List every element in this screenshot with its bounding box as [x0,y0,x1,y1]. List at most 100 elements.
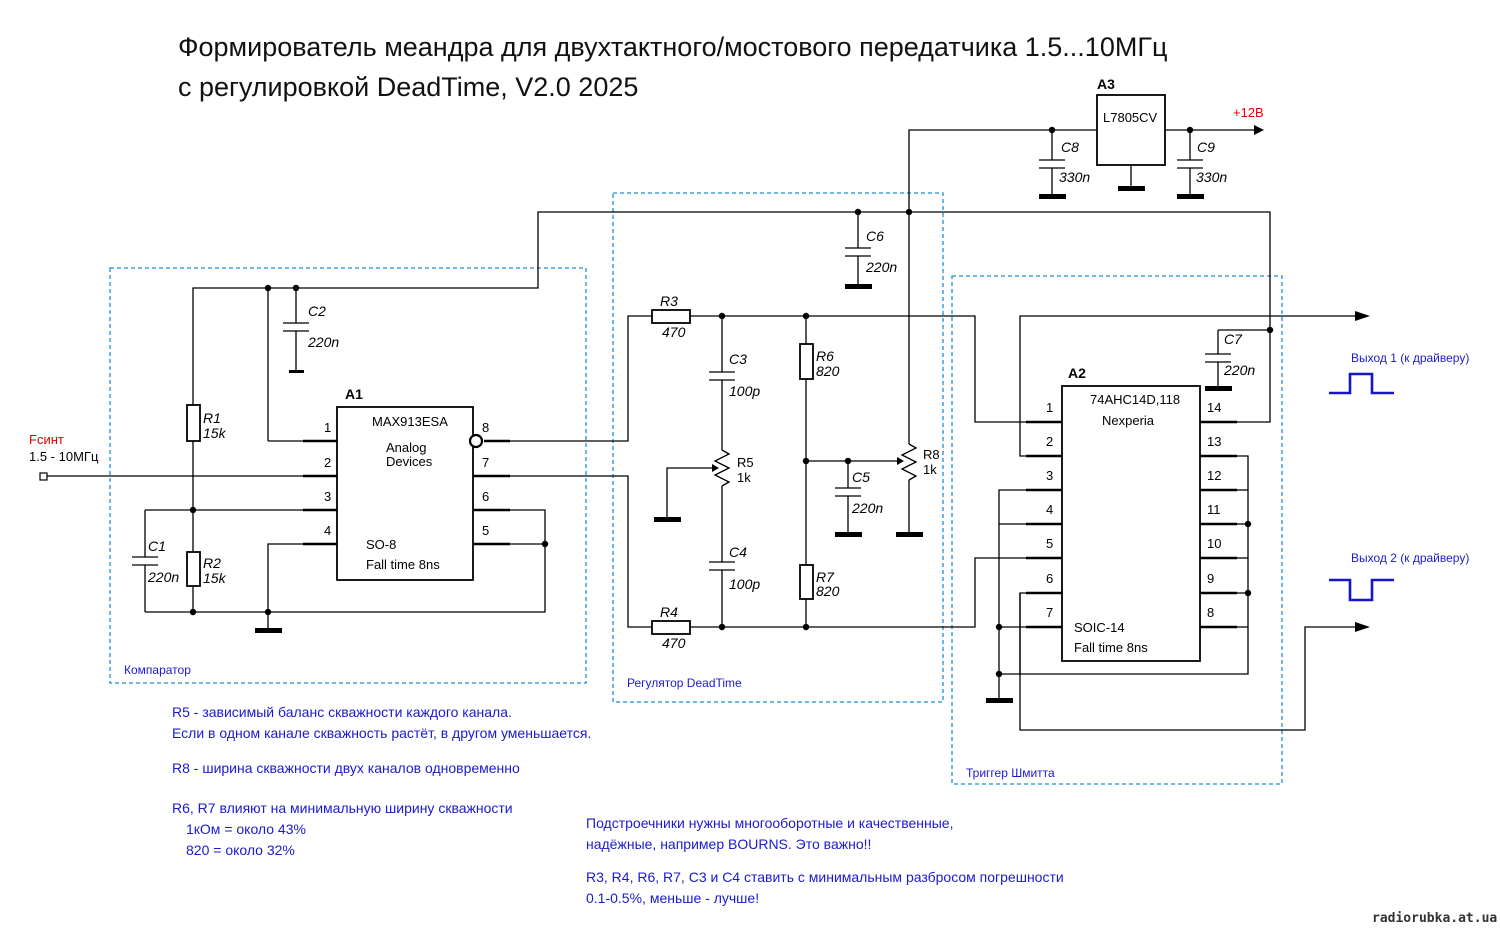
a1-pin-8: 8 [482,420,489,435]
a2-pin-7: 7 [1046,605,1053,620]
note-6: 820 = около 32% [186,842,295,858]
a2-pin-14: 14 [1207,400,1221,415]
a2-part: 74AHC14D,118 [1090,392,1180,407]
a2-pin-8: 8 [1207,605,1214,620]
c8-ref: C8 [1061,139,1079,155]
output-2-waveform [1329,578,1394,602]
a2-pin-4: 4 [1046,502,1053,517]
r6-ref: R6 [816,348,834,364]
c1-ref: C1 [148,538,166,554]
c2-ref: C2 [308,303,326,319]
a2-pin-9: 9 [1207,571,1214,586]
a2-package: SOIC-14 [1074,620,1125,635]
a2-pin-6: 6 [1046,571,1053,586]
note-8: надёжные, например BOURNS. Это важно!! [586,836,871,852]
input-name: Fсинт [29,432,64,447]
c5-ref: C5 [852,469,870,485]
r5-val: 1k [737,470,751,485]
a2-pin-11: 11 [1207,502,1221,517]
note-2: Если в одном канале скважность растёт, в… [172,725,591,741]
r4 [651,620,691,635]
a3-part: L7805CV [1103,110,1158,125]
r6-val: 820 [816,363,840,379]
c6-val: 220n [865,259,897,275]
note-1: R5 - зависимый баланс скважности каждого… [172,704,512,720]
r7 [799,564,814,600]
c4-ref: C4 [729,544,747,560]
a1-pin-5: 5 [482,523,489,538]
c9-val: 330n [1196,169,1227,185]
c4-val: 100p [729,576,760,592]
a1-pin-4: 4 [324,523,331,538]
block-deadtime [612,192,944,703]
a1-body [336,406,474,581]
a1-inverted-output-bubble [468,433,484,449]
r1 [186,404,201,442]
a1-pin-3: 3 [324,489,331,504]
output-2-label: Выход 2 (к драйверу) [1351,551,1469,565]
c8-val: 330n [1059,169,1090,185]
title-line-1: Формирователь меандра для двухтактного/м… [178,32,1167,62]
a1-part: MAX913ESA [372,414,448,429]
a3-body [1096,94,1166,166]
a2-pin-13: 13 [1207,434,1221,449]
r3-val: 470 [662,324,686,340]
block-comparator-label: Компаратор [124,663,191,677]
c5-val: 220n [851,500,883,516]
a2-pin-1: 1 [1046,400,1053,415]
r7-ref: R7 [816,569,835,585]
r2-val: 15k [203,570,227,586]
r4-ref: R4 [660,604,678,620]
note-5: 1кОм = около 43% [186,821,306,837]
a2-pin-10: 10 [1207,536,1221,551]
c1-val: 220n [147,569,179,585]
note-10: 0.1-0.5%, меньше - лучше! [586,890,759,906]
r2 [186,551,201,587]
r3-ref: R3 [660,293,678,309]
note-4: R6, R7 влияют на минимальную ширину сква… [172,800,513,816]
block-deadtime-label: Регулятор DeadTime [627,676,742,690]
vin-label: +12В [1233,105,1264,120]
note-3: R8 - ширина скважности двух каналов одно… [172,760,520,776]
c2-val: 220n [307,334,339,350]
r8-ref: R8 [923,447,940,462]
r4-val: 470 [662,635,686,651]
output-1-label: Выход 1 (к драйверу) [1351,351,1469,365]
title-line-2: с регулировкой DeadTime, V2.0 2025 [178,72,638,102]
r6 [799,343,814,380]
r1-val: 15k [203,425,227,441]
block-schmitt [951,275,1283,785]
a1-pin-7: 7 [482,455,489,470]
c3-ref: C3 [729,351,747,367]
r1-ref: R1 [203,410,221,426]
c3-val: 100p [729,383,760,399]
a2-pin-3: 3 [1046,468,1053,483]
a1-pin-2: 2 [324,455,331,470]
a1-mfr-2: Devices [386,454,433,469]
c9-ref: C9 [1197,139,1215,155]
input-terminal [39,472,48,481]
block-schmitt-label: Триггер Шмитта [966,766,1055,780]
a1-fall-time: Fall time 8ns [366,557,440,572]
c7-ref: C7 [1224,331,1243,347]
a1-pin-6: 6 [482,489,489,504]
c6-ref: C6 [866,228,884,244]
r7-val: 820 [816,583,840,599]
a1-package: SO-8 [366,537,396,552]
a3-ref: A3 [1097,76,1115,92]
a2-pin-12: 12 [1207,468,1221,483]
a1-mfr-1: Analog [386,440,426,455]
a2-fall-time: Fall time 8ns [1074,640,1148,655]
r3 [651,309,691,324]
output-1-waveform [1329,372,1394,395]
a2-mfr: Nexperia [1102,413,1155,428]
a2-pin-5: 5 [1046,536,1053,551]
r2-ref: R2 [203,555,221,571]
note-7: Подстроечники нужны многооборотные и кач… [586,815,953,831]
a2-pin-2: 2 [1046,434,1053,449]
r5-ref: R5 [737,455,754,470]
a1-ref: A1 [345,386,363,402]
watermark: radiorubka.at.ua [1372,911,1497,926]
a1-pin-1: 1 [324,420,331,435]
